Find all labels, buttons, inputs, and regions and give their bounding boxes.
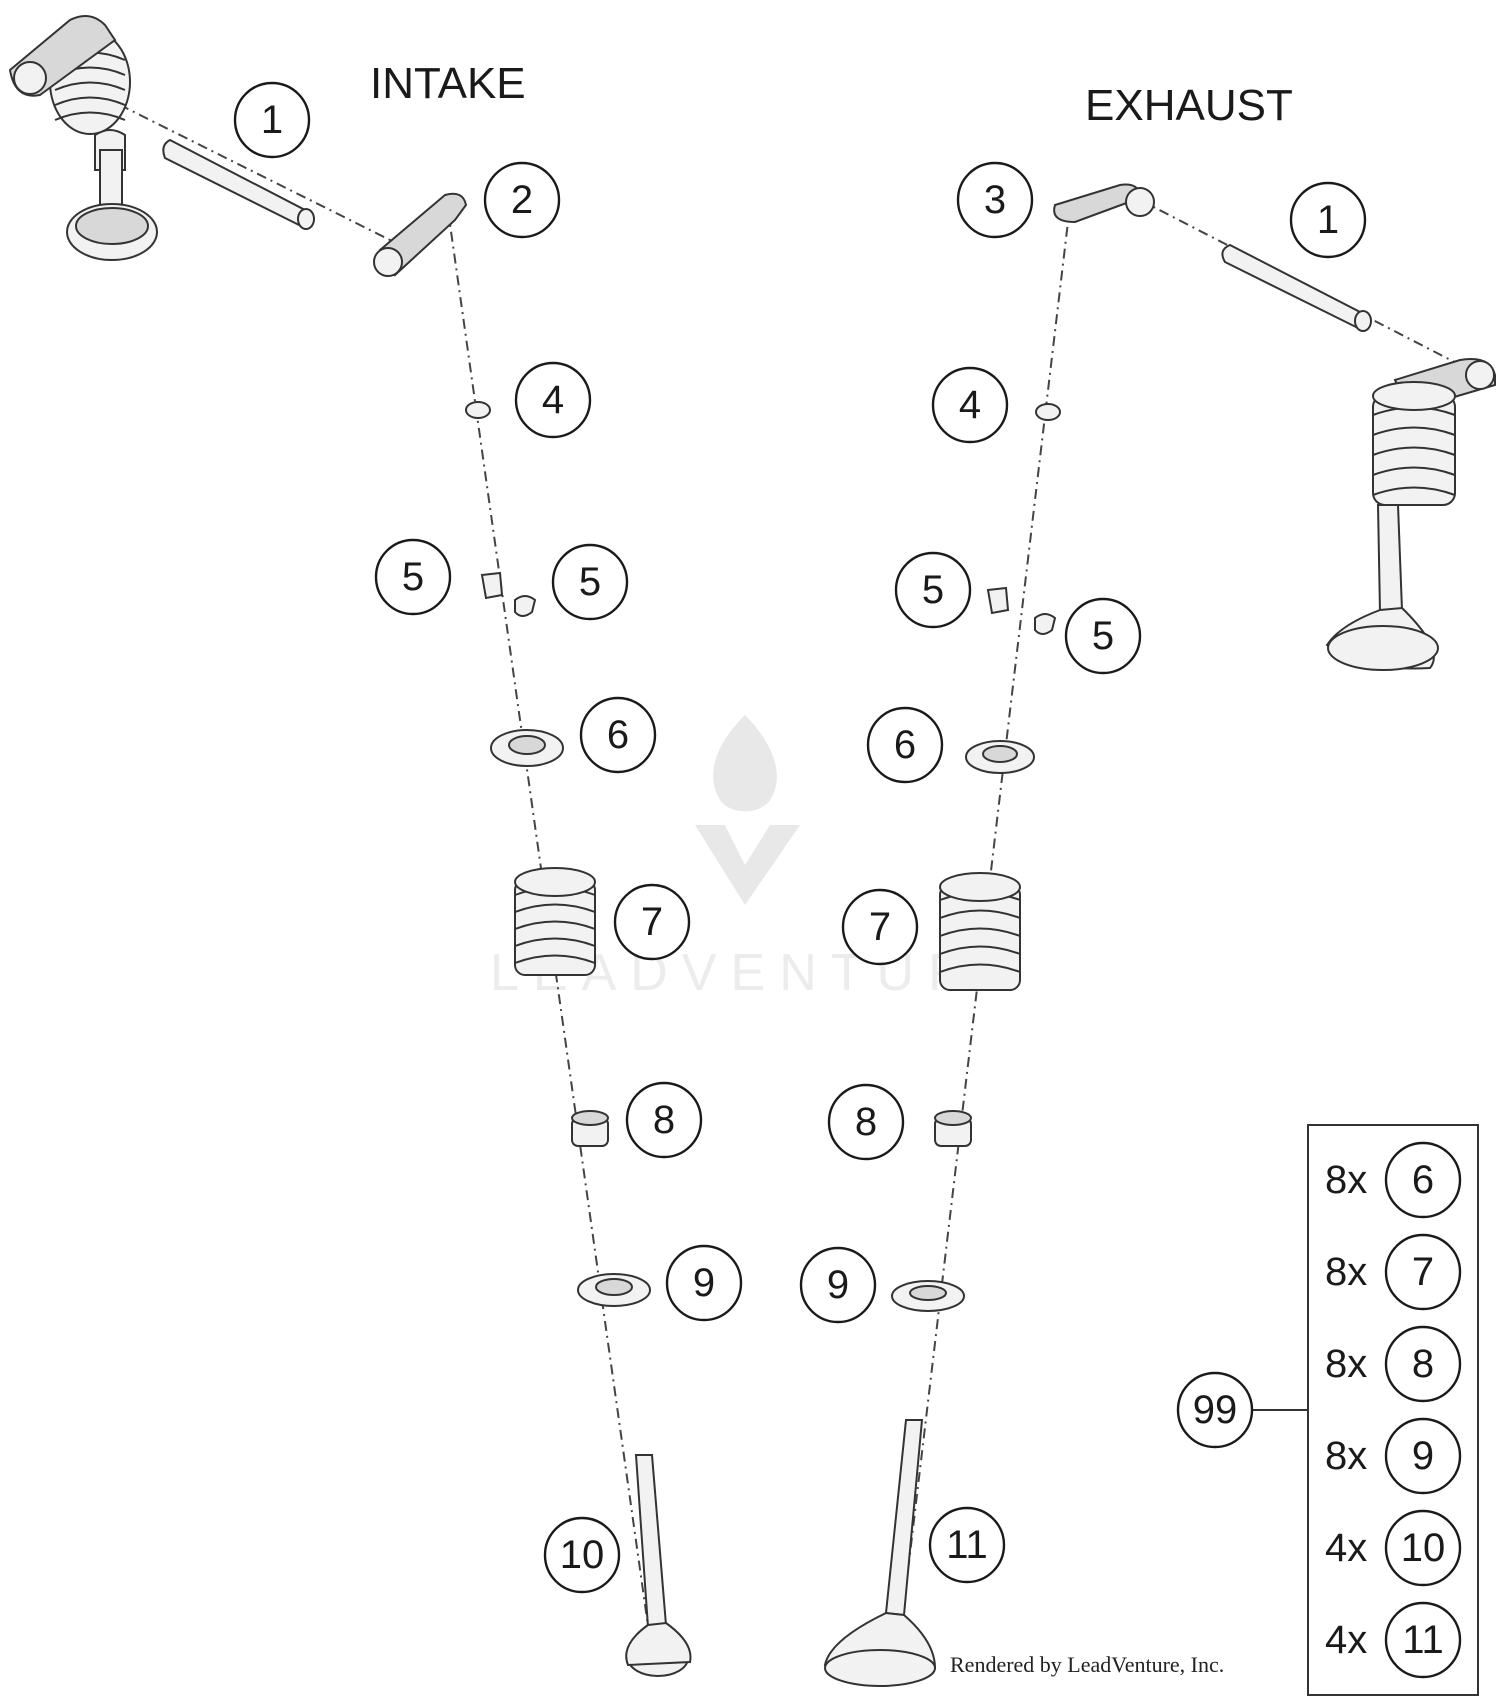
callout-number: 1 (261, 98, 283, 142)
kit-item-row[interactable]: 8x 9 (1325, 1417, 1462, 1495)
kit-item-qty: 8x (1325, 1250, 1367, 1294)
exhaust-assembly-illustration (1325, 358, 1496, 671)
intake-valve-axis (447, 209, 651, 1641)
kit-item-callout-circle (1384, 1601, 1462, 1679)
kit-item-callout-circle (1384, 1325, 1462, 1403)
exhaust-collet-right (1034, 613, 1057, 635)
callout-11[interactable]: 11 (928, 1506, 1006, 1584)
callout-2[interactable]: 2 (483, 161, 561, 239)
callout-number: 9 (827, 1263, 849, 1307)
intake-valve-seal (571, 1110, 609, 1147)
intake-collet-left (480, 571, 504, 600)
callout-number: 10 (560, 1533, 605, 1577)
callout-number: 2 (511, 178, 533, 222)
exhaust-rocker-arm (1053, 183, 1155, 224)
callout-number: 5 (579, 560, 601, 604)
callout-number: 11 (946, 1523, 988, 1567)
callout-1-exhaust[interactable]: 1 (1289, 181, 1367, 259)
callout-number: 4 (542, 378, 564, 422)
kit-item-qty: 8x (1325, 1342, 1367, 1386)
kit-item-part-number: 11 (1402, 1618, 1444, 1662)
callout-number: 7 (869, 905, 891, 949)
kit-item-part-number: 6 (1412, 1158, 1434, 1202)
intake-rocker-arm (373, 192, 468, 277)
callout-4-exhaust[interactable]: 4 (931, 366, 1009, 444)
exhaust-collet-left (986, 586, 1010, 615)
callout-number: 6 (607, 713, 629, 757)
callout-8-intake[interactable]: 8 (625, 1081, 703, 1159)
callout-8-exhaust[interactable]: 8 (827, 1083, 905, 1161)
callout-3[interactable]: 3 (956, 161, 1034, 239)
callout-9-intake[interactable]: 9 (665, 1244, 743, 1322)
kit-item-part-number: 10 (1401, 1526, 1446, 1570)
kit-item-callout-circle (1384, 1233, 1462, 1311)
exhaust-spring-seat (891, 1280, 965, 1312)
intake-assembly-illustration (8, 15, 158, 261)
intake-valve (625, 1454, 692, 1677)
intake-shim (465, 401, 491, 419)
callout-6-exhaust[interactable]: 6 (866, 706, 944, 784)
exhaust-spring-retainer (965, 740, 1035, 774)
kit-item-callout-circle (1384, 1509, 1462, 1587)
exhaust-valve-seal (934, 1110, 972, 1147)
callout-6-intake[interactable]: 6 (579, 696, 657, 774)
credit-text: Rendered by LeadVenture, Inc. (950, 1652, 1224, 1677)
kit-item-row[interactable]: 8x 8 (1325, 1325, 1462, 1403)
callout-number: 5 (1092, 614, 1114, 658)
kit-box (1307, 1124, 1479, 1696)
kit-item-qty: 4x (1325, 1618, 1367, 1662)
callout-number: 7 (641, 900, 663, 944)
kit-item-row[interactable]: 4x 11 (1325, 1601, 1462, 1679)
callout-1-intake[interactable]: 1 (233, 81, 311, 159)
callout-number: 9 (693, 1261, 715, 1305)
intake-shaft-axis (79, 84, 401, 246)
callout-9-exhaust[interactable]: 9 (799, 1246, 877, 1324)
kit-item-qty: 8x (1325, 1158, 1367, 1202)
intake-label: INTAKE (370, 59, 526, 108)
intake-valve-spring (514, 867, 596, 976)
kit-item-callout-circle (1384, 1141, 1462, 1219)
kit-item-part-number: 9 (1412, 1434, 1434, 1478)
exhaust-shim (1035, 403, 1061, 421)
exhaust-valve-spring (939, 872, 1021, 991)
intake-collet-right (514, 595, 537, 617)
kit-99-group: 99 8x 6 8x 7 8x 8 8x 9 4x 10 4x 11 (1176, 1124, 1479, 1696)
kit-item-row[interactable]: 4x 10 (1325, 1509, 1462, 1587)
watermark-logo (695, 715, 800, 905)
exhaust-valve (823, 1419, 937, 1687)
callout-number: 4 (959, 383, 981, 427)
callout-99[interactable]: 99 (1176, 1371, 1254, 1449)
exhaust-rocker-shaft (1221, 243, 1372, 332)
callout-number: 3 (984, 178, 1006, 222)
callout-number: 1 (1317, 198, 1339, 242)
intake-spring-retainer (490, 729, 564, 767)
callout-5-exhaust-right[interactable]: 5 (1064, 597, 1142, 675)
kit-item-row[interactable]: 8x 6 (1325, 1141, 1462, 1219)
kit-item-qty: 8x (1325, 1434, 1367, 1478)
kit-item-qty: 4x (1325, 1526, 1367, 1570)
kit-item-callout-circle (1384, 1417, 1462, 1495)
callout-number: 5 (922, 568, 944, 612)
callout-number: 99 (1193, 1388, 1238, 1432)
kit-item-row[interactable]: 8x 7 (1325, 1233, 1462, 1311)
exhaust-label: EXHAUST (1085, 81, 1293, 130)
kit-item-part-number: 7 (1412, 1250, 1434, 1294)
intake-rocker-shaft (162, 138, 315, 230)
callout-7-intake[interactable]: 7 (613, 883, 691, 961)
callout-10[interactable]: 10 (543, 1516, 621, 1594)
callout-number: 8 (653, 1098, 675, 1142)
intake-spring-seat (577, 1273, 651, 1307)
callout-5-intake-right[interactable]: 5 (551, 543, 629, 621)
callout-number: 8 (855, 1100, 877, 1144)
callout-number: 5 (402, 555, 424, 599)
callout-4-intake[interactable]: 4 (514, 361, 592, 439)
callout-7-exhaust[interactable]: 7 (841, 888, 919, 966)
callout-5-intake-left[interactable]: 5 (374, 538, 452, 616)
callout-5-exhaust-left[interactable]: 5 (894, 551, 972, 629)
kit-item-part-number: 8 (1412, 1342, 1434, 1386)
callout-number: 6 (894, 723, 916, 767)
